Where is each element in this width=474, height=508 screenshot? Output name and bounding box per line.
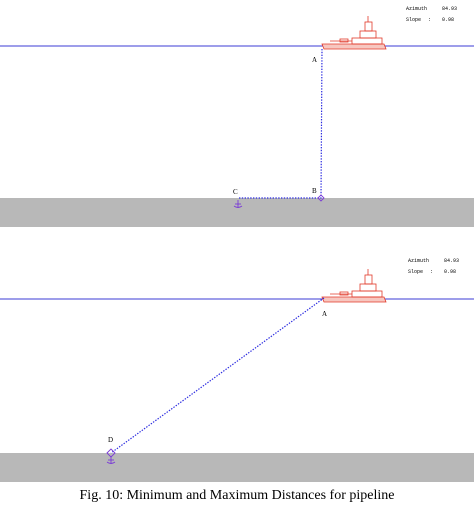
slope-label: Slope <box>408 269 423 275</box>
diamond-marker-icon <box>317 194 325 202</box>
vessel-icon <box>321 269 387 303</box>
seabed <box>0 453 474 482</box>
pipeline-path <box>110 297 325 454</box>
diamond-marker-icon <box>106 448 116 458</box>
point-label-a: A <box>322 310 327 318</box>
vessel-icon <box>321 16 387 50</box>
top-panel: Azimuth 84.93 Slope : 0.98 A B C <box>0 6 474 227</box>
point-label-b: B <box>312 187 317 195</box>
azimuth-value: 84.93 <box>442 6 457 12</box>
point-label-d: D <box>108 436 113 444</box>
anchor-icon <box>233 200 243 208</box>
anchor-icon <box>106 456 116 464</box>
point-label-c: C <box>233 188 238 196</box>
slope-value: 0.98 <box>442 17 454 23</box>
pipeline-path <box>238 48 323 199</box>
seabed <box>0 198 474 227</box>
slope-value: 0.98 <box>444 269 456 275</box>
azimuth-label: Azimuth <box>406 6 427 12</box>
azimuth-label: Azimuth <box>408 258 429 264</box>
point-label-a: A <box>312 56 317 64</box>
pipeline-diagram: Azimuth 84.93 Slope : 0.98 A B C <box>0 6 474 482</box>
svg-text::: : <box>428 17 431 23</box>
slope-label: Slope <box>406 17 421 23</box>
figure-caption: Fig. 10: Minimum and Maximum Distances f… <box>79 488 395 503</box>
bottom-panel: Azimuth 84.93 Slope : 0.98 A D <box>0 258 474 482</box>
azimuth-value: 84.93 <box>444 258 459 264</box>
svg-text::: : <box>430 269 433 275</box>
